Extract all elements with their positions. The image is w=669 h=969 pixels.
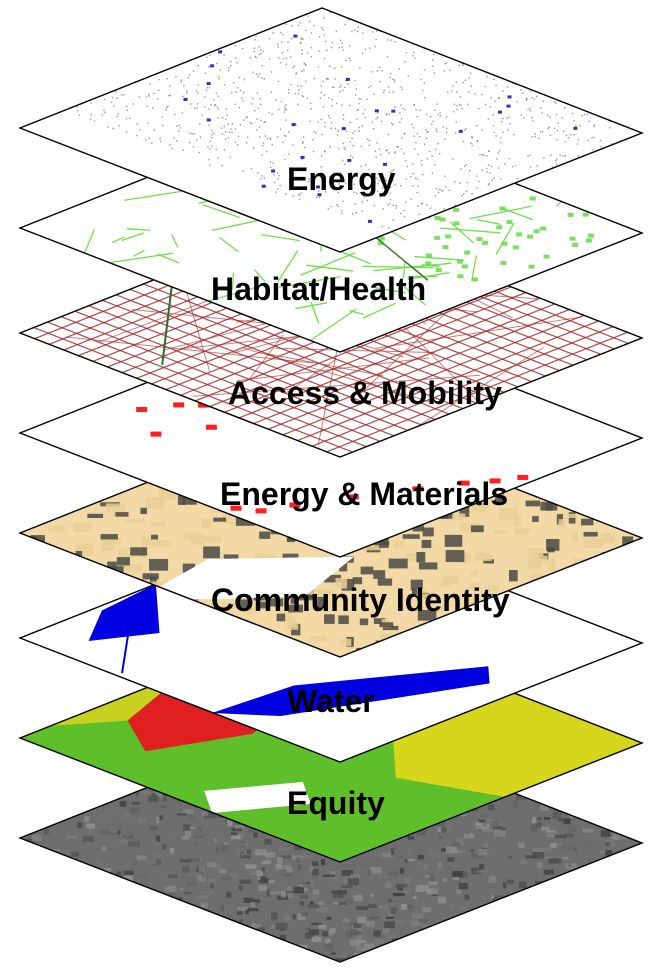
layer-energy [18,7,644,253]
label-water: Water [287,683,375,719]
label-energy-materials: Energy & Materials [220,476,509,512]
layer-plane [20,8,642,252]
label-habitat-health: Habitat/Health [211,271,427,307]
layer-outline [18,7,644,253]
label-energy: Energy [287,161,396,197]
label-community-identity: Community Identity [211,582,510,618]
label-access-mobility: Access & Mobility [228,375,502,411]
label-equity: Equity [287,785,385,821]
